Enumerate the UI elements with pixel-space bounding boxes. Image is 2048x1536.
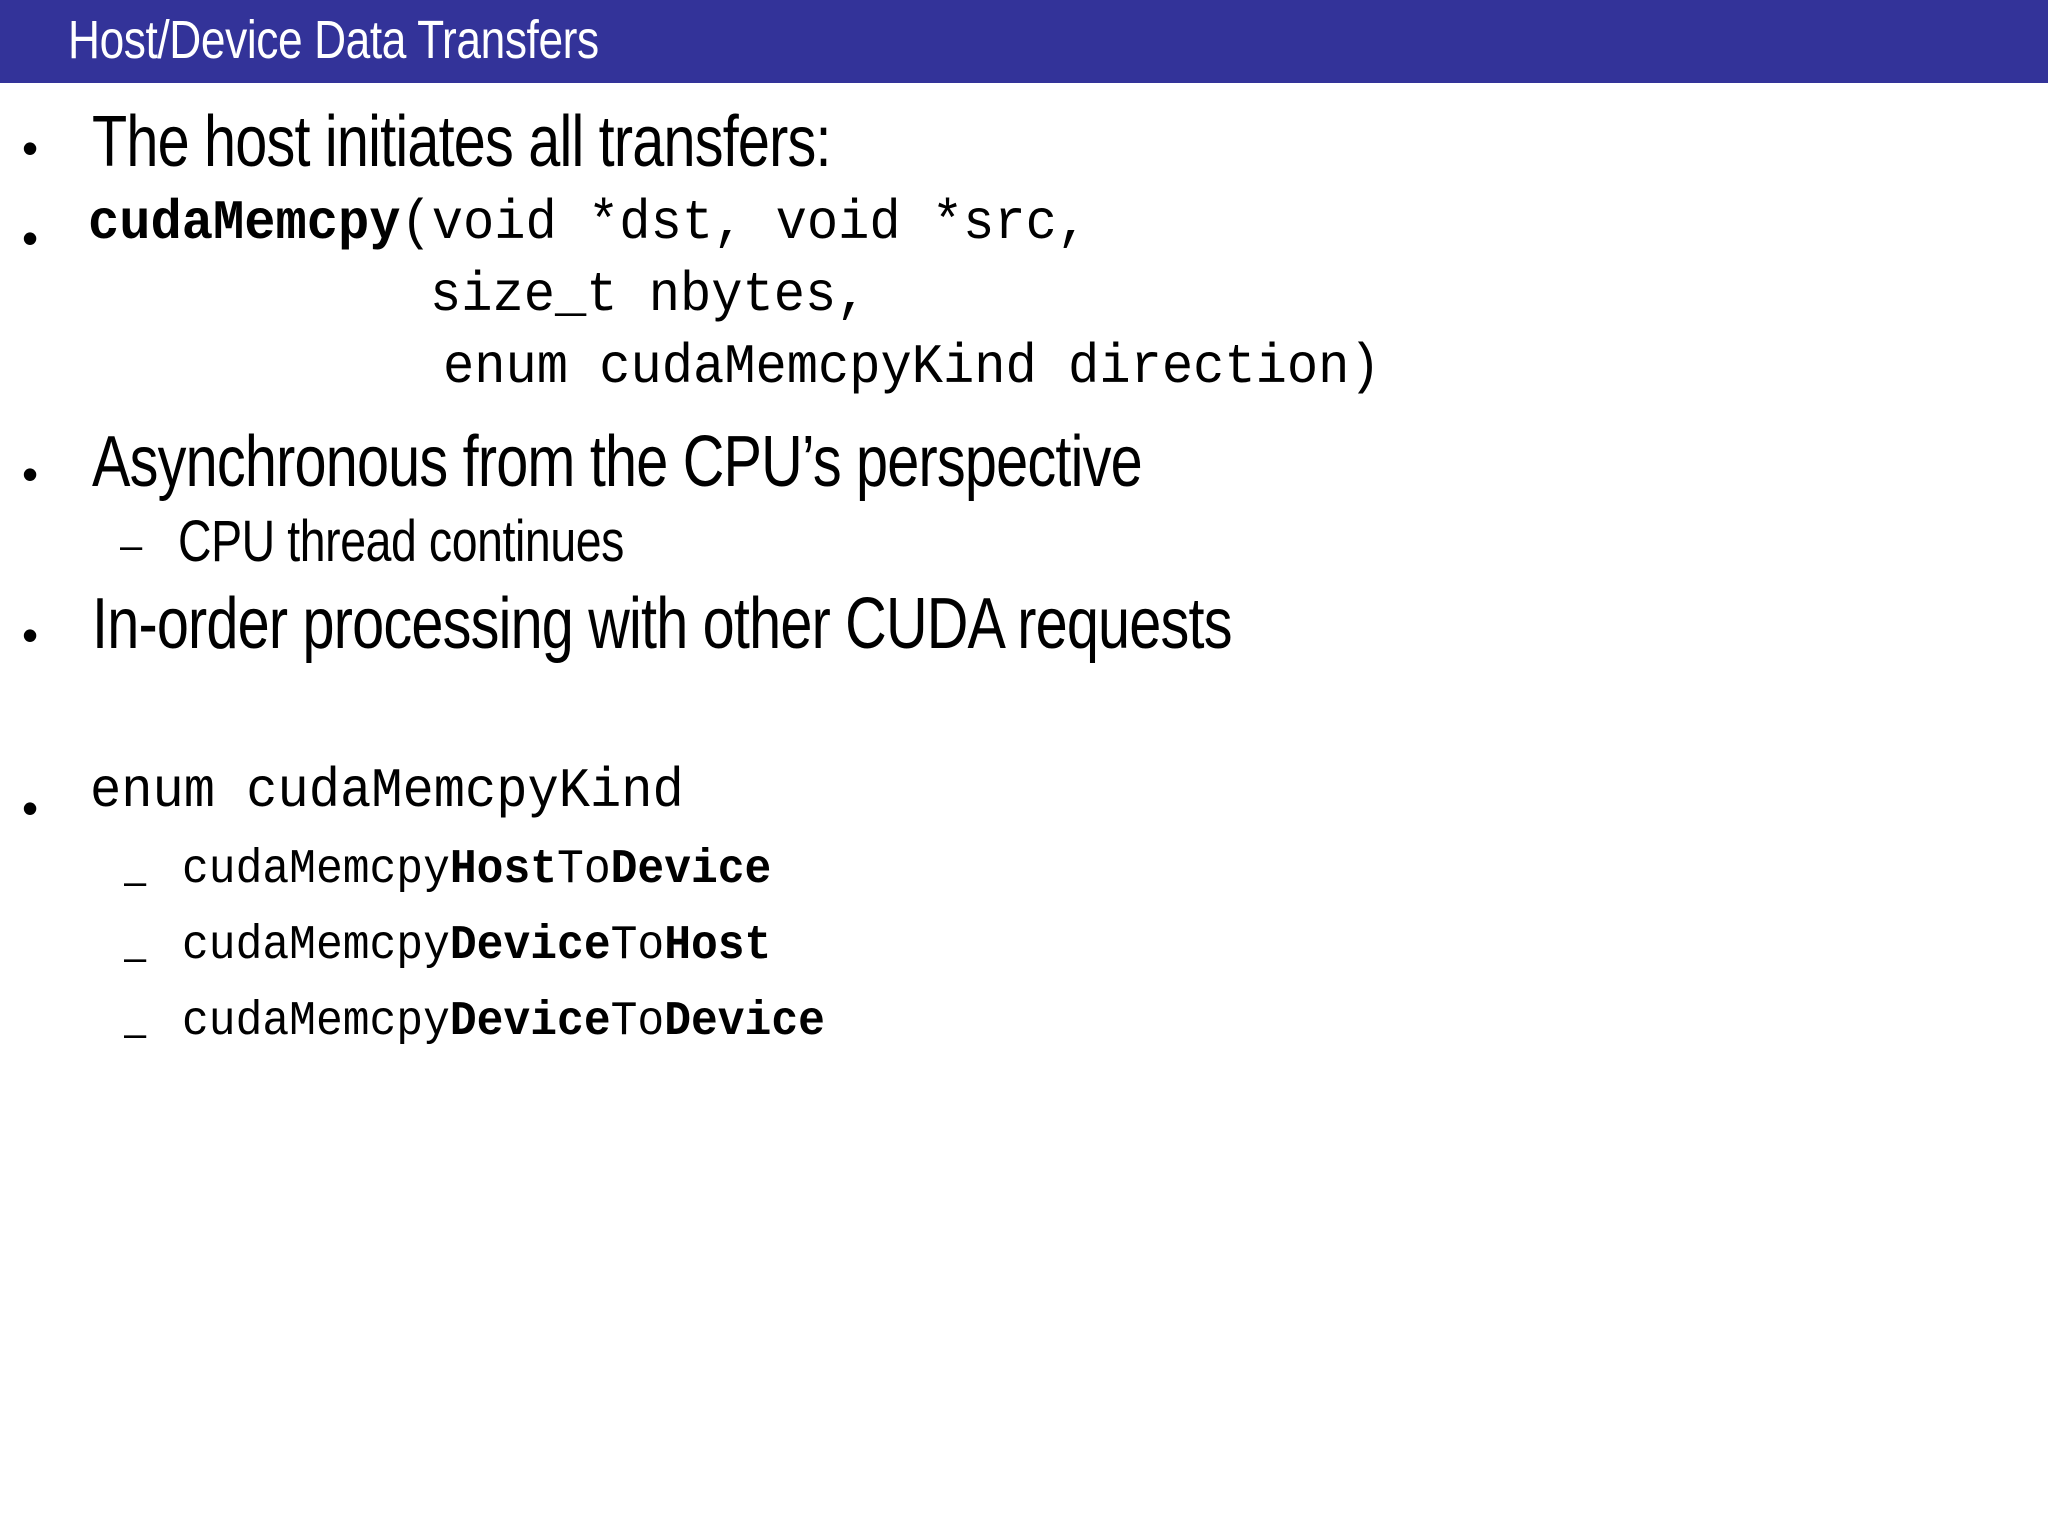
code-emphasis-src: Device bbox=[449, 995, 611, 1049]
code-enum-name: enum cudaMemcpyKind bbox=[90, 759, 684, 823]
slide-title-bar: Host/Device Data Transfers bbox=[0, 0, 2048, 83]
code-joiner: To bbox=[557, 843, 611, 897]
code-prefix: cudaMemcpy bbox=[182, 995, 450, 1049]
bullet-level1-text: Asynchronous from the CPU’s perspective bbox=[92, 422, 1143, 502]
code-prefix: cudaMemcpy bbox=[182, 843, 450, 897]
code-prefix: cudaMemcpy bbox=[182, 919, 450, 973]
code-emphasis-src: Device bbox=[449, 919, 611, 973]
code-emphasis-src: Host bbox=[449, 843, 558, 897]
bullet-marker: • bbox=[22, 212, 39, 264]
bullet-marker: • bbox=[22, 782, 39, 834]
code-emphasis-dst: Host bbox=[664, 919, 772, 973]
code-enum-value-device-to-device: cudaMemcpyDeviceToDevice bbox=[182, 995, 825, 1049]
bullet-level1-text: The host initiates all transfers: bbox=[92, 102, 832, 182]
slide-body: • The host initiates all transfers: • cu… bbox=[0, 83, 2048, 1536]
bullet-marker: • bbox=[22, 609, 39, 661]
code-joiner: To bbox=[610, 919, 665, 973]
slide-title: Host/Device Data Transfers bbox=[68, 10, 599, 70]
bullet-level1-text: In-order processing with other CUDA requ… bbox=[92, 584, 1233, 664]
code-signature-line1: cudaMemcpy(void *dst, void *src, bbox=[88, 191, 1088, 255]
code-signature-line2: size_t nbytes, bbox=[430, 263, 868, 327]
bullet-marker: • bbox=[22, 448, 39, 500]
bullet-level2-text: CPU thread continues bbox=[178, 509, 624, 574]
code-enum-value-device-to-host: cudaMemcpyDeviceToHost bbox=[182, 919, 771, 973]
code-emphasis-dst: Device bbox=[610, 843, 772, 897]
code-joiner: To bbox=[610, 995, 665, 1049]
code-signature-args1: (void *dst, void *src, bbox=[400, 191, 1089, 255]
code-function-name: cudaMemcpy bbox=[88, 191, 401, 255]
sub-bullet-marker: – bbox=[124, 936, 147, 980]
bullet-marker: • bbox=[22, 122, 39, 174]
sub-bullet-marker: – bbox=[124, 860, 147, 904]
code-signature-line3: enum cudaMemcpyKind direction) bbox=[443, 335, 1381, 399]
sub-bullet-marker: – bbox=[120, 524, 143, 568]
code-emphasis-dst: Device bbox=[664, 995, 825, 1049]
sub-bullet-marker: – bbox=[124, 1012, 147, 1056]
code-enum-value-host-to-device: cudaMemcpyHostToDevice bbox=[182, 843, 771, 897]
